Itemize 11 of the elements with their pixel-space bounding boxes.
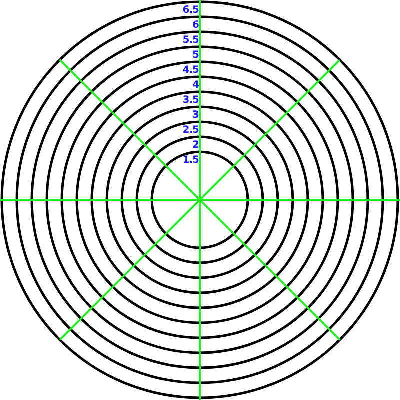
radius-label: 4.5 [182, 66, 199, 76]
radius-label: 3 [192, 111, 199, 121]
radius-label: 2.5 [182, 126, 199, 136]
radius-label: 5.5 [182, 36, 199, 46]
radius-label: 2 [192, 141, 199, 151]
radius-label: 3.5 [182, 96, 199, 106]
radius-label: 5 [192, 51, 199, 61]
radius-label: 6.5 [182, 6, 199, 16]
radius-label: 6 [192, 21, 199, 31]
radius-label: 4 [192, 81, 199, 91]
radius-label: 1.5 [182, 156, 199, 166]
